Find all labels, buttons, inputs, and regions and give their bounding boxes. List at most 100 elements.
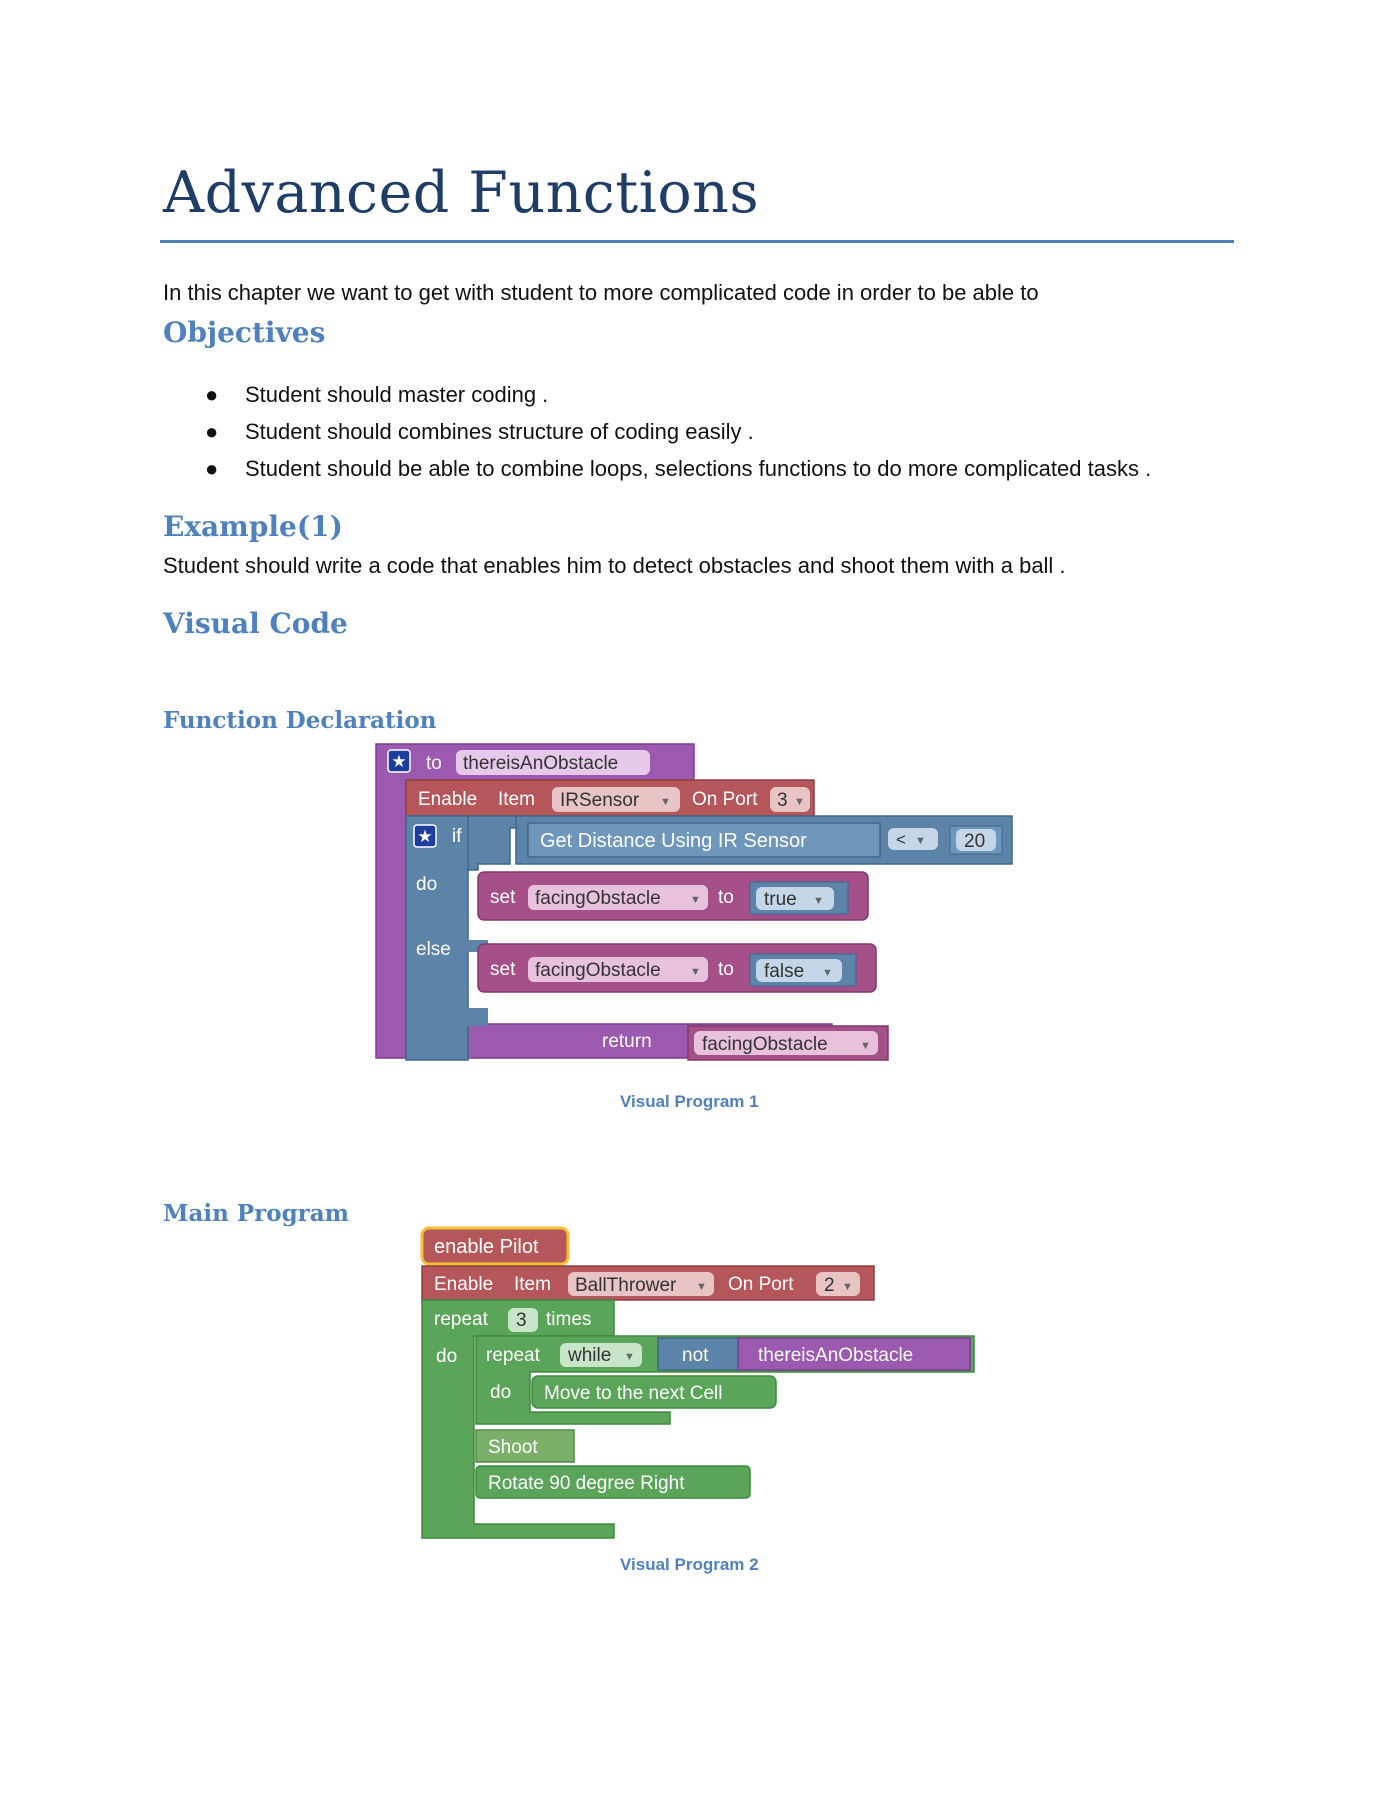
main-program-heading: Main Program [163,1200,350,1227]
title-underline [160,240,1234,243]
device-dropdown[interactable] [568,1272,714,1296]
enable-keyword: Enable [434,1274,493,1295]
chevron-down-icon: ▼ [624,1351,635,1363]
rotate-block[interactable] [475,1465,751,1499]
item-keyword: Item [498,789,535,810]
false-dropdown[interactable] [756,959,842,982]
shoot-label: Shoot [488,1437,538,1458]
star-glyph: ★ [391,752,406,771]
to-keyword: to [718,887,734,908]
function-declaration-blocks: ★ to thereisAnObstacle Enable Item IRSen… [375,743,1013,1061]
figure-caption: Visual Program 2 [620,1555,759,1574]
repeat-times-block[interactable] [421,1299,615,1539]
rotate-label: Rotate 90 degree Right [488,1473,685,1494]
list-item: ● Student should be able to combine loops… [163,450,1151,487]
variable-dropdown[interactable] [528,957,708,982]
objective-text: Student should combines structure of cod… [245,419,754,444]
else-connector [428,940,488,952]
bullet-icon: ● [205,456,219,481]
mutator-star-icon [413,824,437,848]
objective-text: Student should be able to combine loops,… [245,456,1152,481]
list-item: ● Student should combines structure of co… [163,413,1151,450]
true-value: true [764,889,797,910]
function-name-field[interactable] [456,750,650,775]
repeat-count: 3 [516,1310,527,1331]
do-keyword: do [416,874,437,895]
list-item: ● Student should master coding . [163,376,1151,413]
move-label: Move to the next Cell [544,1383,722,1404]
page-title: Advanced Functions [163,160,760,226]
on-port-keyword: On Port [692,789,758,810]
function-call-block[interactable] [737,1337,971,1371]
false-value: false [764,961,804,982]
chevron-down-icon: ▼ [822,967,833,979]
example-text: Student should write a code that enables… [163,553,1066,578]
chevron-down-icon: ▼ [690,966,701,978]
bullet-icon: ● [205,419,219,444]
port-dropdown[interactable] [770,787,810,812]
threshold-value: 20 [964,831,985,852]
function-call-name: thereisAnObstacle [758,1345,913,1366]
enable-pilot-block[interactable] [420,1226,570,1266]
chevron-down-icon: ▼ [660,796,671,808]
on-port-keyword: On Port [728,1274,794,1295]
chevron-down-icon: ▼ [690,894,701,906]
variable-name: facingObstacle [535,960,661,981]
shoot-block[interactable] [475,1429,575,1463]
to-keyword: to [718,959,734,980]
set-keyword: set [490,887,516,908]
return-keyword: return [602,1031,652,1052]
do-keyword: do [490,1382,511,1403]
threshold-field[interactable] [956,829,996,851]
chevron-down-icon: ▼ [794,796,805,808]
to-keyword: to [426,753,442,774]
chevron-down-icon: ▼ [860,1040,871,1052]
do-keyword: do [436,1346,457,1367]
return-variable-name: facingObstacle [702,1034,828,1055]
variable-name: facingObstacle [535,888,661,909]
sensor-dropdown[interactable] [552,787,680,812]
set-keyword: set [490,959,516,980]
else-keyword: else [416,939,451,960]
port-value: 2 [824,1275,835,1296]
function-declaration-heading: Function Declaration [163,707,437,734]
visual-code-heading: Visual Code [163,607,348,640]
operator-value: < [896,830,906,849]
chevron-down-icon: ▼ [842,1281,853,1293]
item-keyword: Item [514,1274,551,1295]
chevron-down-icon: ▼ [915,835,926,847]
star-glyph: ★ [417,827,432,846]
port-dropdown[interactable] [816,1272,860,1296]
sensor-value: IRSensor [560,790,640,811]
function-name: thereisAnObstacle [463,753,618,774]
repeat-keyword: repeat [486,1345,541,1366]
operator-dropdown[interactable] [888,828,938,850]
variable-dropdown[interactable] [528,885,708,910]
objectives-heading: Objectives [163,316,326,349]
true-dropdown[interactable] [756,887,834,910]
enable-keyword: Enable [418,789,477,810]
port-value: 3 [777,790,788,811]
while-dropdown[interactable] [560,1343,642,1367]
while-value: while [567,1345,611,1366]
if-footer [428,1008,488,1026]
enable-pilot-label: enable Pilot [434,1236,539,1258]
move-block[interactable] [531,1375,777,1409]
return-variable-dropdown[interactable] [694,1031,878,1055]
main-program-blocks: enable Pilot Enable Item BallThrower ▼ O… [420,1226,975,1539]
repeat-count-field[interactable] [508,1308,538,1332]
bullet-icon: ● [205,382,219,407]
mutator-star-icon [387,749,411,773]
example-heading: Example(1) [163,510,343,543]
device-value: BallThrower [575,1275,677,1296]
figure-caption: Visual Program 1 [620,1092,759,1111]
repeat-keyword: repeat [434,1309,489,1330]
objective-text: Student should master coding . [245,382,549,407]
not-keyword: not [682,1345,709,1366]
intro-paragraph: In this chapter we want to get with stud… [163,280,1039,305]
objectives-list: ● Student should master coding . ● Student… [163,376,1151,487]
times-keyword: times [546,1309,591,1330]
if-keyword: if [452,826,462,847]
get-distance-label: Get Distance Using IR Sensor [540,830,807,852]
get-distance-block[interactable] [527,822,881,858]
